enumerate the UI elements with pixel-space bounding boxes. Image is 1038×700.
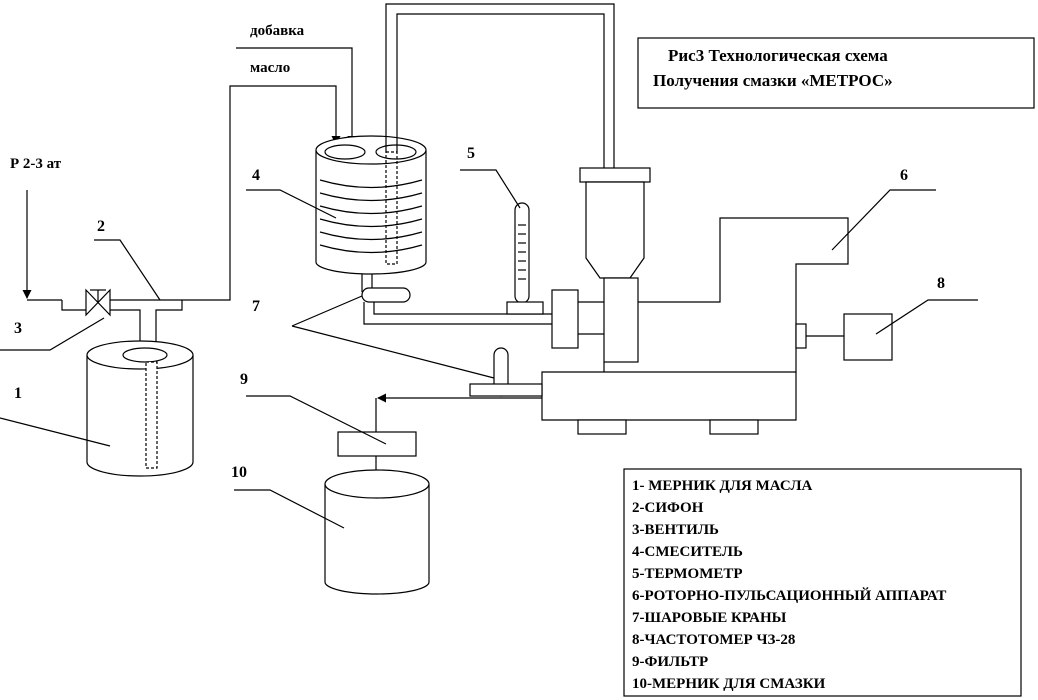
leader-4: [246, 189, 337, 219]
additive-feed-line: [236, 47, 357, 145]
frequency-meter-8: [806, 313, 893, 361]
legend-item: 10-МЕРНИК ДЛЯ СМАЗКИ: [632, 676, 826, 692]
valve-icon: [85, 288, 111, 317]
mixer-outlet-pipe-a: [363, 302, 552, 325]
leader-2: [94, 239, 161, 301]
title-box: Рис3 Технологическая схема Получения сма…: [637, 37, 1035, 109]
legend-item: 9-ФИЛЬТР: [632, 654, 708, 670]
legend-item: 5-ТЕРМОМЕТР: [632, 566, 743, 582]
thermometer-5: [506, 202, 544, 315]
filter-9: [337, 431, 417, 479]
legend-item: 7-ШАРОВЫЕ КРАНЫ: [632, 610, 787, 626]
legend-item: 4-СМЕСИТЕЛЬ: [632, 544, 743, 560]
grease-measuring-tank-10: [324, 469, 430, 595]
oil-measuring-tank-1: [86, 340, 194, 477]
leader-7b: [291, 325, 495, 379]
leader-5: [460, 169, 521, 209]
number-7: 7: [252, 298, 260, 315]
ball-valve-7b: [469, 347, 543, 397]
leader-6: [831, 189, 936, 251]
leader-8: [875, 299, 978, 335]
legend-item: 2-СИФОН: [632, 500, 704, 516]
legend-item: 3-ВЕНТИЛЬ: [632, 522, 719, 538]
number-10: 10: [231, 464, 247, 481]
number-5: 5: [467, 145, 475, 162]
legend-item: 8-ЧАСТОТОМЕР ЧЗ-28: [632, 632, 795, 648]
mixer-4: [315, 135, 427, 292]
valve-3: [61, 288, 111, 317]
title-line-2: Получения смазки «МЕТРОС»: [653, 71, 893, 90]
leader-7a: [291, 295, 363, 327]
additive-label: добавка: [250, 23, 305, 39]
leader-1: [0, 417, 111, 447]
mixer-outlet-pipe-b: [373, 302, 552, 315]
rotor-pulsation-apparatus-6: [541, 167, 849, 435]
number-4: 4: [252, 167, 260, 184]
number-2: 2: [97, 218, 105, 235]
legend-item: 1- МЕРНИК ДЛЯ МАСЛА: [632, 478, 812, 494]
legend-box: 1- МЕРНИК ДЛЯ МАСЛА 2-СИФОН 3-ВЕНТИЛЬ 4-…: [623, 468, 1022, 697]
leader-3: [0, 317, 105, 351]
pressure-label: Р 2-3 ат: [10, 156, 62, 172]
title-line-1: Рис3 Технологическая схема: [668, 46, 888, 65]
oil-feed-line: [182, 85, 341, 301]
ball-valve-7a: [361, 287, 411, 303]
number-8: 8: [937, 275, 945, 292]
number-6: 6: [900, 167, 908, 184]
leader-9: [246, 395, 387, 445]
number-9: 9: [240, 371, 248, 388]
number-3: 3: [14, 320, 22, 337]
recirculation-line-inner: [396, 13, 605, 168]
oil-label: масло: [250, 60, 290, 76]
recirculation-line-outer: [385, 3, 615, 168]
number-1: 1: [14, 385, 22, 402]
legend-item: 6-РОТОРНО-ПУЛЬСАЦИОННЫЙ АППАРАТ: [632, 587, 946, 604]
leader-10: [234, 489, 345, 529]
